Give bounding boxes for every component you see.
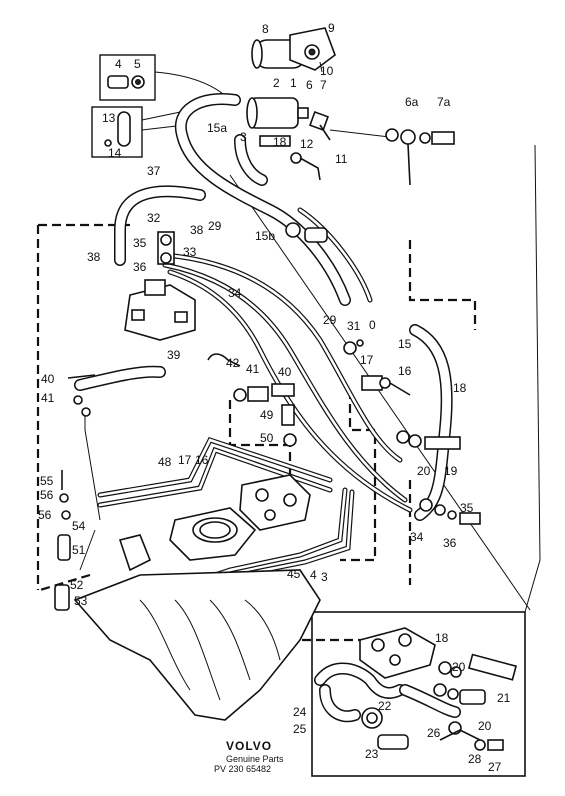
callout-16-right: 16 — [398, 364, 412, 378]
callout-32: 32 — [147, 211, 161, 225]
callout-43: 3 — [321, 570, 328, 584]
callout-23: 23 — [365, 747, 379, 761]
callout-2: 2 — [273, 76, 280, 90]
callout-19: 19 — [444, 464, 458, 478]
callout-4: 4 — [115, 57, 122, 71]
throttle-housing — [169, 507, 257, 561]
callout-24: 24 — [293, 705, 307, 719]
callout-37: 37 — [147, 164, 161, 178]
callout-20-right: 20 — [417, 464, 431, 478]
brand-block: VOLVO Genuine Parts PV 230 65482 — [214, 739, 284, 774]
callout-20-inset-bottom: 20 — [478, 719, 492, 733]
brand-part-number: PV 230 65482 — [214, 764, 271, 774]
callout-5: 5 — [134, 57, 141, 71]
callout-labels: 8 9 10 2 1 6 7 4 5 13 14 15a 3 18 12 11 … — [38, 21, 511, 774]
callout-36-top: 36 — [133, 260, 147, 274]
check-valve-part — [107, 75, 145, 89]
brand-logo: VOLVO — [226, 739, 272, 753]
callout-53: 53 — [74, 594, 88, 608]
callout-6a: 6a — [405, 95, 419, 109]
callout-12: 12 — [300, 137, 314, 151]
callout-3: 3 — [240, 130, 247, 144]
callout-41-left: 41 — [41, 391, 55, 405]
callout-20-inset-top: 20 — [452, 660, 466, 674]
callout-42: 42 — [226, 356, 240, 370]
callout-1: 1 — [290, 76, 297, 90]
callout-48: 48 — [158, 455, 172, 469]
callout-8: 8 — [262, 22, 269, 36]
fuel-distributor — [124, 231, 196, 341]
callout-36-right: 36 — [443, 536, 457, 550]
callout-40-left: 40 — [41, 372, 55, 386]
callout-46: 16 — [195, 453, 209, 467]
callout-18-top: 18 — [273, 135, 287, 149]
callout-41-mid: 41 — [246, 362, 260, 376]
intake-manifold — [73, 534, 321, 721]
callout-14: 14 — [108, 146, 122, 160]
hose-clamp-part — [104, 111, 131, 147]
brand-genuine-parts: Genuine Parts — [226, 754, 284, 764]
callout-49: 49 — [260, 408, 274, 422]
callout-17-right: 17 — [360, 353, 374, 367]
callout-52: 52 — [70, 578, 84, 592]
callout-50: 50 — [260, 431, 274, 445]
callout-33: 33 — [183, 245, 197, 259]
callout-22: 22 — [378, 699, 392, 713]
callout-15b: 15b — [255, 229, 275, 243]
callout-30: 0 — [369, 318, 376, 332]
callout-35-right: 35 — [460, 501, 474, 515]
injector-parts — [67, 353, 297, 447]
callout-39: 39 — [167, 348, 181, 362]
callout-51: 51 — [72, 543, 86, 557]
callout-9: 9 — [328, 21, 335, 35]
fuel-hoses — [74, 93, 461, 723]
callout-7a: 7a — [437, 95, 451, 109]
cold-start-valve — [54, 470, 71, 611]
inset-parts — [359, 627, 518, 751]
callout-25: 25 — [293, 722, 307, 736]
callout-45: 45 — [287, 567, 301, 581]
callout-7: 7 — [320, 78, 327, 92]
detail-inset-frame — [311, 611, 526, 777]
callout-15: 15 — [398, 337, 412, 351]
inset-top-left-box — [99, 54, 156, 101]
callout-21: 21 — [497, 691, 511, 705]
callout-18-right: 18 — [453, 381, 467, 395]
control-pressure-regulator — [239, 474, 311, 531]
callout-26: 26 — [427, 726, 441, 740]
callout-34-top: 34 — [228, 286, 242, 300]
callout-38-mid: 38 — [190, 223, 204, 237]
callout-13: 13 — [102, 111, 116, 125]
callout-47: 17 — [178, 453, 192, 467]
callout-56-bottom: 56 — [38, 508, 52, 522]
callout-54: 54 — [72, 519, 86, 533]
banjo-fitting-top-right — [385, 128, 455, 186]
callout-56-top: 56 — [40, 488, 54, 502]
callout-28: 28 — [468, 752, 482, 766]
callout-10: 10 — [320, 64, 334, 78]
callout-40-mid: 40 — [278, 365, 292, 379]
callout-18-inset: 18 — [435, 631, 449, 645]
callout-35-top: 35 — [133, 236, 147, 250]
fuel-pump-assembly — [251, 27, 336, 73]
fuel-filter — [246, 97, 331, 141]
callout-11: 11 — [335, 152, 348, 166]
callout-29: 29 — [323, 313, 337, 327]
callout-38-left: 38 — [87, 250, 101, 264]
callout-29-top: 29 — [208, 219, 222, 233]
banjo-fittings-right — [259, 135, 481, 525]
leader-lines — [79, 71, 541, 613]
callout-6: 6 — [306, 78, 313, 92]
inset-mid-left-box — [91, 106, 143, 158]
callout-34-right: 34 — [410, 530, 424, 544]
callout-31: 31 — [347, 319, 361, 333]
callout-44: 4 — [310, 568, 317, 582]
callout-55: 55 — [40, 474, 54, 488]
callout-27: 27 — [488, 760, 502, 774]
callout-15a: 15a — [207, 121, 227, 135]
